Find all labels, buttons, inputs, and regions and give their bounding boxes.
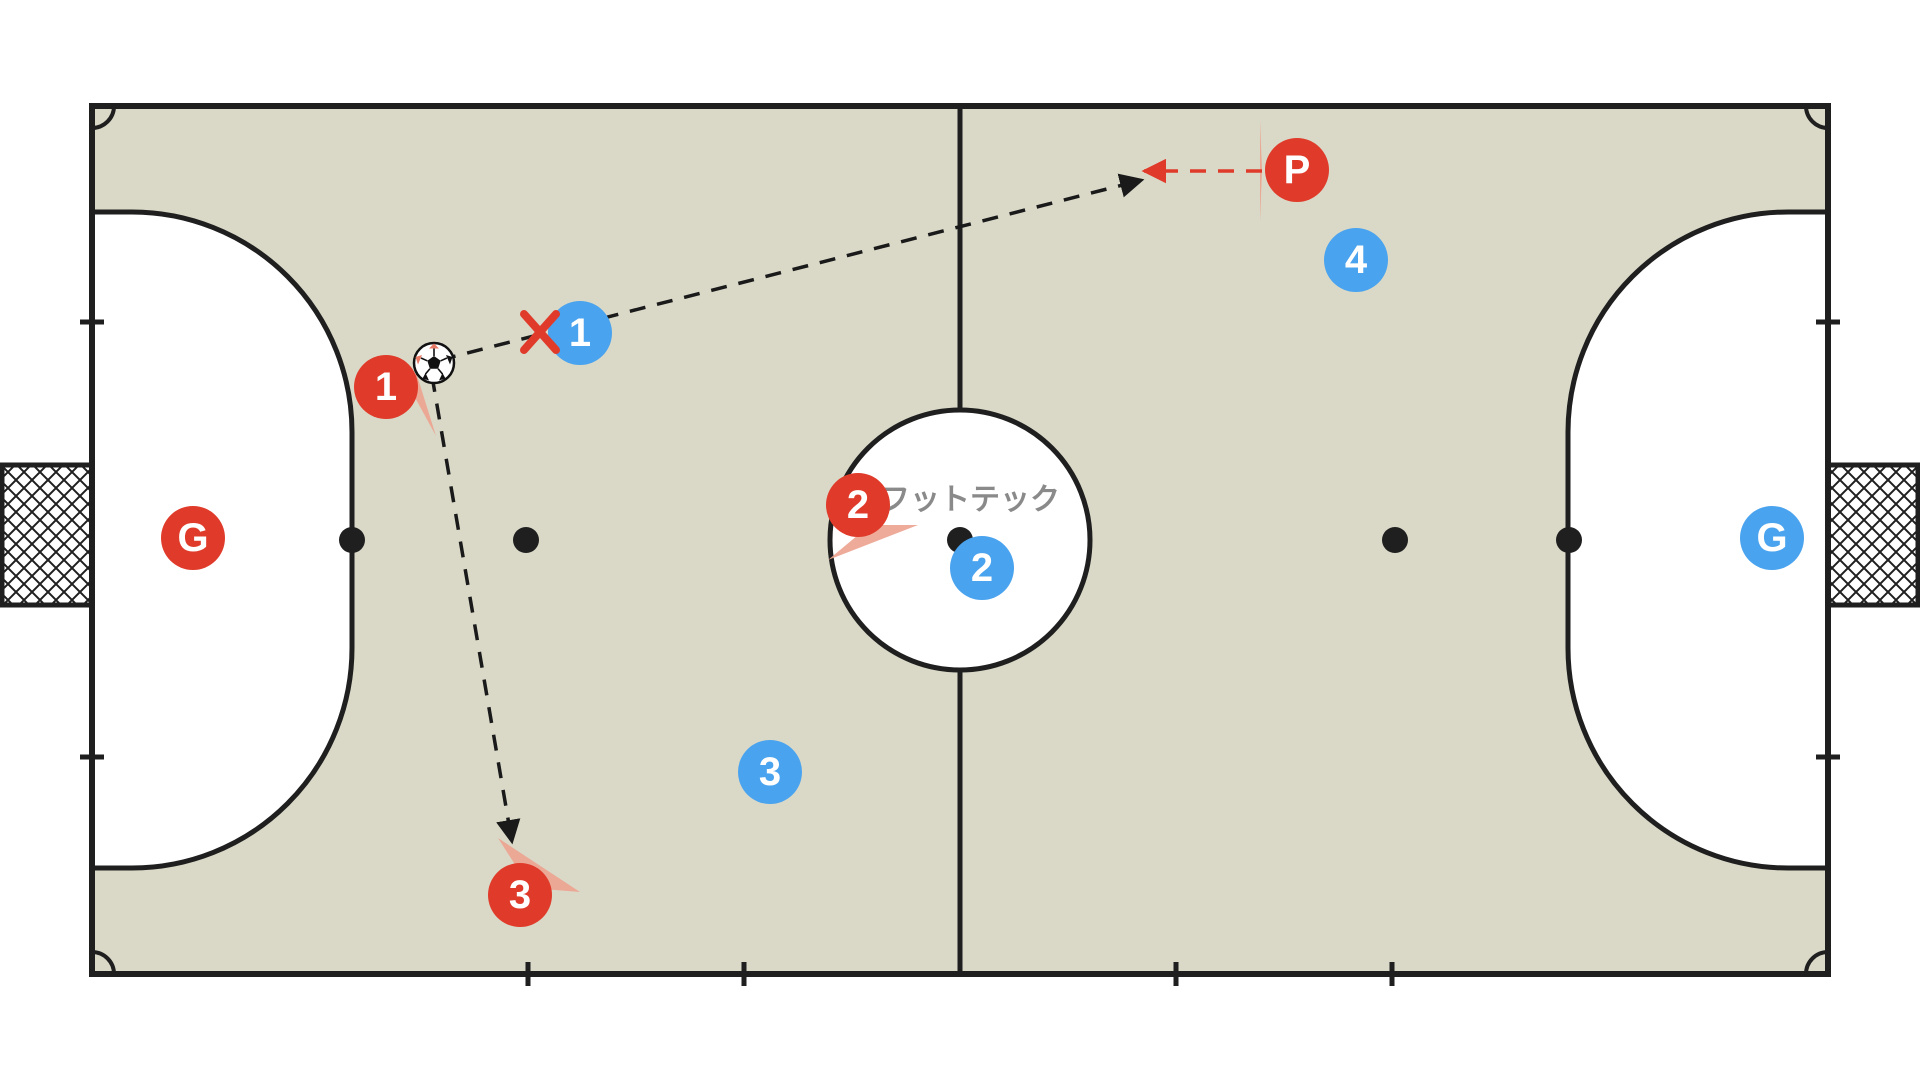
x-mark-icon (520, 310, 560, 354)
blue-player-1[interactable]: 1 (548, 301, 612, 365)
blue-player-2[interactable]: 2 (950, 536, 1014, 600)
blue-player-1-label: 1 (569, 311, 591, 355)
corner-arcs (91, 105, 1829, 975)
red-player-2[interactable]: 2 (826, 473, 890, 537)
red-player-3-facing-cone (498, 838, 580, 892)
boundary-ticks (80, 319, 1840, 986)
soccer-ball-icon[interactable] (412, 341, 456, 385)
goal-net-icon (0, 462, 95, 608)
red-player-1[interactable]: 1 (354, 355, 418, 419)
red-team: G 1 2 3 P (161, 138, 1329, 927)
blue-player-4-label: 4 (1345, 238, 1368, 282)
right-goal (1825, 462, 1920, 608)
red-player-3-label: 3 (509, 873, 531, 917)
blue-player-3[interactable]: 3 (738, 740, 802, 804)
left-goal (0, 462, 95, 608)
blue-player-4[interactable]: 4 (1324, 228, 1388, 292)
red-pivot-label: P (1284, 148, 1311, 192)
red-player-1-facing-cone (412, 372, 436, 436)
right-second-penalty-spot (1382, 527, 1408, 553)
blue-player-2-label: 2 (971, 546, 993, 590)
goal-net-icon (1825, 462, 1920, 608)
blue-player-3-label: 3 (759, 750, 781, 794)
blue-goalkeeper-label: G (1756, 516, 1787, 560)
red-player-2-facing-cone (828, 525, 918, 560)
court-boundary (89, 103, 1831, 977)
facing-cones (412, 120, 1262, 892)
red-player-2-label: 2 (847, 483, 869, 527)
right-penalty-spot (1556, 527, 1582, 553)
left-penalty-spot (339, 527, 365, 553)
right-penalty-area (1565, 209, 1828, 871)
red-player-1-label: 1 (375, 365, 397, 409)
red-goalkeeper-label: G (177, 516, 208, 560)
left-second-penalty-spot (513, 527, 539, 553)
watermark-text: フットテック (880, 483, 1060, 518)
red-pivot[interactable]: P (1265, 138, 1329, 202)
pass-arrow-to-red-player-3 (430, 375, 521, 845)
red-goalkeeper[interactable]: G (161, 506, 225, 570)
blue-goalkeeper[interactable]: G (1740, 506, 1804, 570)
blue-team: G 1 2 3 4 (548, 228, 1804, 804)
red-player-3[interactable]: 3 (488, 863, 552, 927)
